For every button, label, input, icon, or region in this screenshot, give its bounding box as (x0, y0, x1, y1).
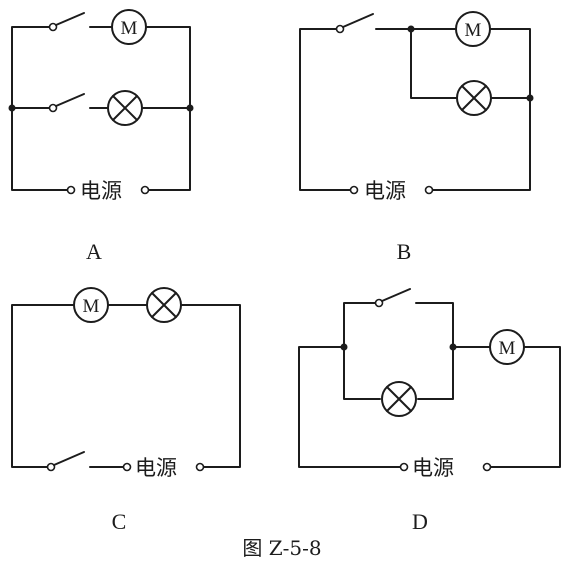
motor-icon (455, 11, 491, 47)
circuit-b-lamp (456, 80, 492, 116)
circuit-c-right-wire (181, 304, 241, 468)
circuit-b-lamp-branch-left (410, 28, 457, 99)
circuit-b: M 电源 B (299, 11, 534, 264)
circuit-d-switch (374, 288, 411, 308)
circuit-b-junction-right (526, 94, 534, 102)
circuit-d-motor: M (489, 329, 525, 365)
circuit-d-label: D (412, 509, 428, 534)
circuit-d-right-wire (489, 346, 561, 468)
motor-symbol: M (83, 296, 100, 317)
circuit-c: M 电源 C (11, 287, 241, 534)
circuit-d-junction-left (340, 343, 348, 351)
circuit-a-lamp-switch (48, 93, 85, 113)
circuit-d-power-source: 电源 (399, 456, 492, 480)
motor-symbol: M (499, 338, 516, 359)
circuit-c-motor: M (73, 287, 109, 323)
circuit-a-junction-left (8, 104, 16, 112)
circuit-a-label: A (86, 239, 102, 264)
circuit-a-lamp (107, 90, 143, 126)
circuit-b-left-wire (299, 28, 351, 191)
circuit-c-left-wire (11, 304, 75, 468)
circuit-a-motor: M (111, 9, 147, 45)
power-source-label: 电源 (135, 456, 177, 480)
circuit-c-power-source: 电源 (122, 456, 205, 480)
circuit-a-power-source: 电源 (66, 179, 150, 203)
circuit-c-label: C (112, 509, 127, 534)
power-source-label: 电源 (364, 179, 406, 203)
circuit-a-motor-switch (48, 12, 85, 32)
figure-caption: 图 Z-5-8 (242, 536, 321, 560)
circuit-a: M 电源 A (8, 9, 194, 264)
circuit-d: M 电源 D (298, 288, 561, 534)
motor-icon (489, 329, 525, 365)
circuit-a-junction-right (186, 104, 194, 112)
circuit-d-lamp (381, 381, 417, 417)
circuit-b-power-source: 电源 (349, 179, 434, 203)
power-source-label: 电源 (80, 179, 122, 203)
circuit-c-switch (46, 451, 85, 472)
circuit-d-branch-left (343, 302, 381, 400)
circuit-b-junction-left (407, 25, 415, 33)
power-source-label: 电源 (412, 456, 454, 480)
circuit-b-right-wire (431, 28, 531, 191)
circuit-b-label: B (397, 239, 412, 264)
circuit-d-branch-right (415, 302, 454, 400)
motor-icon (73, 287, 109, 323)
circuit-b-main-switch (335, 13, 374, 34)
circuit-d-junction-right (449, 343, 457, 351)
motor-icon (111, 9, 147, 45)
circuit-b-motor: M (455, 11, 491, 47)
motor-symbol: M (121, 18, 138, 39)
circuit-c-lamp (146, 287, 182, 323)
circuit-d-left-wire (298, 346, 401, 468)
motor-symbol: M (465, 20, 482, 41)
